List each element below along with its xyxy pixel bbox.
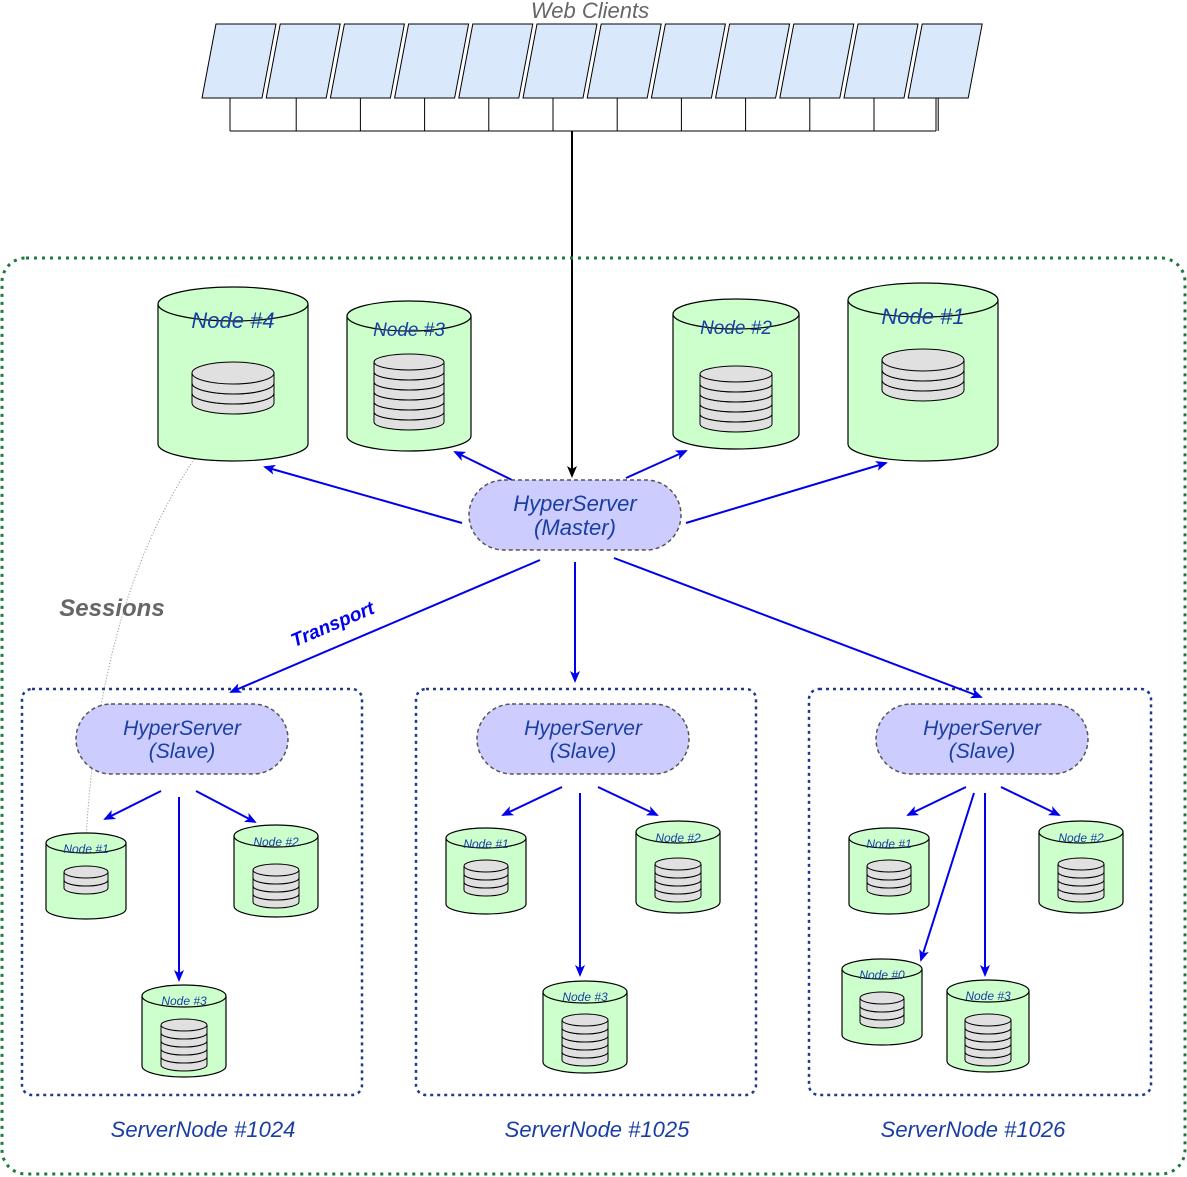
node-label: Node #1 xyxy=(881,304,964,329)
hyperserver-role: (Slave) xyxy=(949,740,1016,763)
node-label: Node #0 xyxy=(859,968,905,982)
storage-node: Node #0 xyxy=(841,958,923,1046)
web-clients-label: Web Clients xyxy=(531,0,649,23)
hyperserver-title: HyperServer xyxy=(923,717,1042,740)
disk-stack-icon xyxy=(699,365,773,433)
disk-stack-icon xyxy=(252,863,300,909)
hyperserver-slave: HyperServer(Slave) xyxy=(75,703,289,775)
node-label: Node #1 xyxy=(463,837,508,851)
server-node-box-1024 xyxy=(20,687,364,1097)
hyperserver-role: (Slave) xyxy=(550,740,617,763)
arrow-master-to-node2 xyxy=(625,450,688,479)
disk-stack-icon xyxy=(63,865,109,895)
storage-node: Node #2 xyxy=(233,824,319,918)
hyperserver-role: (Slave) xyxy=(149,740,216,763)
transport-arrows xyxy=(103,450,1061,982)
storage-node: Node #3 xyxy=(346,300,472,452)
hyperserver-slave: HyperServer(Slave) xyxy=(476,703,690,775)
node-label: Node #4 xyxy=(191,308,274,333)
hyperserver-title: HyperServer xyxy=(524,717,643,740)
arrow-1025-node2 xyxy=(597,786,659,816)
web-client-terminal xyxy=(329,23,406,99)
node-label: Node #1 xyxy=(63,842,108,856)
node-label: Node #1 xyxy=(866,837,911,851)
disk-stack-icon xyxy=(561,1013,609,1067)
hyperserver-title: HyperServer xyxy=(513,491,638,516)
arrow-master-to-node4 xyxy=(263,464,463,524)
storage-node: Node #4 xyxy=(157,286,309,462)
storage-node: Node #2 xyxy=(672,298,800,450)
node-label: Node #2 xyxy=(253,835,299,849)
hyperserver-slave: HyperServer(Slave) xyxy=(875,703,1089,775)
arrow-1026-node0 xyxy=(919,792,975,962)
server-node-box-1025 xyxy=(414,687,758,1097)
disk-stack-icon xyxy=(654,857,702,903)
disk-stack-icon xyxy=(881,348,965,402)
hyperserver-title: HyperServer xyxy=(123,717,242,740)
node-label: Node #3 xyxy=(373,320,445,341)
arrow-1026-node2 xyxy=(1000,786,1061,816)
server-node-title-1026: ServerNode #1026 xyxy=(881,1117,1066,1142)
server-node-title-1024: ServerNode #1024 xyxy=(111,1117,296,1142)
web-client-terminal xyxy=(779,23,855,99)
disk-stack-icon xyxy=(160,1018,208,1072)
arrow-master-to-slave-1024 xyxy=(229,559,541,693)
server-node-title-1025: ServerNode #1025 xyxy=(505,1117,690,1142)
disk-stack-icon xyxy=(463,859,509,897)
web-client-terminal xyxy=(907,23,983,99)
storage-node: Node #1 xyxy=(848,827,930,915)
disk-stack-icon xyxy=(859,991,905,1029)
arrow-1024-node2 xyxy=(195,790,257,823)
web-client-terminal xyxy=(843,23,919,99)
storage-node: Node #2 xyxy=(1038,820,1124,914)
web-client-terminal xyxy=(458,23,534,99)
client-terminals xyxy=(201,23,983,131)
hyperserver-role: (Master) xyxy=(534,515,616,540)
web-clients-group: Web Clients xyxy=(201,0,983,478)
arrow-1026-node1 xyxy=(906,786,967,816)
hyperservers: HyperServer(Master)HyperServer(Slave)Hyp… xyxy=(75,479,1089,775)
node-label: Node #3 xyxy=(161,994,207,1008)
arrow-1024-node1 xyxy=(103,790,162,820)
disk-stack-icon xyxy=(1057,857,1105,903)
storage-node: Node #3 xyxy=(542,980,628,1074)
sessions-link xyxy=(84,420,222,861)
web-client-terminal xyxy=(201,23,277,99)
disk-stack-icon xyxy=(866,859,912,897)
storage-node: Node #3 xyxy=(141,984,227,1078)
storage-nodes: Node #4 Node #3 Node #2 Node #1 Node #1 Node … xyxy=(45,282,1124,1078)
web-client-terminal xyxy=(522,23,598,99)
node-label: Node #3 xyxy=(965,989,1011,1003)
storage-node: Node #3 xyxy=(946,979,1030,1073)
disk-stack-icon xyxy=(373,353,445,431)
storage-node: Node #1 xyxy=(847,282,999,462)
arrow-master-to-node3 xyxy=(453,451,513,481)
hyperserver-master: HyperServer(Master) xyxy=(468,479,682,551)
web-client-terminal xyxy=(393,23,470,99)
storage-node: Node #1 xyxy=(445,827,527,915)
transport-label: Transport xyxy=(288,598,378,652)
arrow-1025-node1 xyxy=(501,786,563,816)
node-label: Node #3 xyxy=(562,990,608,1004)
sessions-label: Sessions xyxy=(59,595,164,622)
storage-node: Node #1 xyxy=(45,832,127,920)
web-client-terminal xyxy=(650,23,727,99)
web-client-terminal xyxy=(265,23,341,99)
node-label: Node #2 xyxy=(655,831,701,845)
web-client-terminal xyxy=(586,23,662,99)
node-label: Node #2 xyxy=(1058,831,1104,845)
storage-node: Node #2 xyxy=(635,820,721,914)
disk-stack-icon xyxy=(191,361,275,415)
arrow-master-to-slave-1026 xyxy=(613,557,983,699)
arrow-master-to-node1 xyxy=(685,461,888,524)
web-client-terminal xyxy=(714,23,791,99)
disk-stack-icon xyxy=(964,1013,1012,1067)
node-label: Node #2 xyxy=(700,318,772,339)
